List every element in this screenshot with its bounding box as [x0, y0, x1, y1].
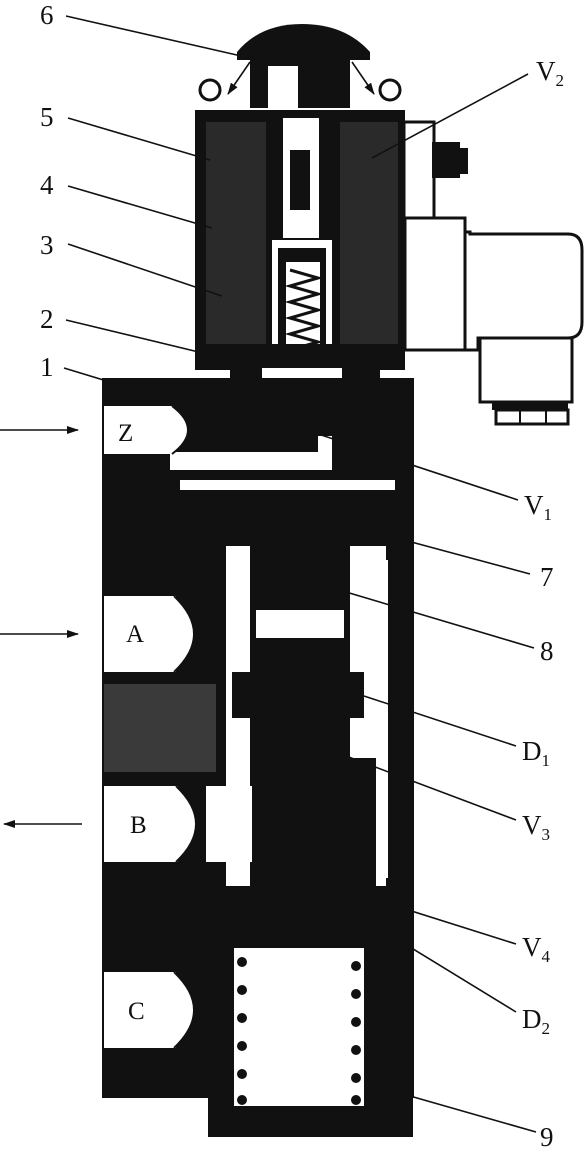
flow-arrows	[0, 426, 82, 828]
label-7: 7	[540, 562, 554, 592]
label-5: 5	[40, 102, 54, 132]
piston-rod	[250, 500, 350, 940]
port-label-c: C	[128, 998, 145, 1025]
coil-winding-right	[340, 122, 398, 344]
manual-override-cap	[237, 24, 370, 60]
label-v1: V1	[524, 490, 552, 524]
label-2: 2	[40, 304, 54, 334]
exhaust-port-left	[198, 78, 222, 102]
label-1: 1	[40, 352, 54, 382]
connector-plug	[403, 216, 584, 352]
return-spring	[237, 957, 361, 1105]
coil-winding-left	[206, 122, 266, 344]
exhaust-port-right	[378, 78, 402, 102]
part-labels: 6 5 4 3 2 1 7 8 9 V2 V1 D1 V3 V4 D2	[40, 0, 564, 1152]
armature-spring	[284, 268, 324, 352]
port-c-opening	[104, 972, 176, 1048]
port-label-a: A	[126, 621, 144, 648]
terminal-box	[402, 120, 436, 220]
label-3: 3	[40, 230, 54, 260]
port-z-opening	[104, 406, 174, 454]
label-d1: D1	[522, 736, 550, 770]
piston-seal-d2	[232, 890, 364, 950]
label-d2: D2	[522, 1004, 550, 1038]
piston-seal-d1	[232, 672, 364, 718]
solenoid-head	[195, 24, 584, 426]
leader-lines	[63, 15, 537, 1133]
valve-body	[102, 378, 414, 1137]
port-b-opening	[104, 786, 178, 862]
label-6: 6	[40, 0, 54, 30]
port-label-z: Z	[118, 420, 133, 447]
label-v4: V4	[522, 932, 551, 966]
label-8: 8	[540, 636, 554, 666]
label-4: 4	[40, 170, 54, 200]
port-a-opening	[104, 596, 176, 672]
label-v3: V3	[522, 810, 550, 844]
label-v2: V2	[536, 56, 564, 90]
lower-spring-chamber	[234, 948, 364, 1108]
label-9: 9	[540, 1122, 554, 1152]
port-label-b: B	[130, 812, 147, 839]
